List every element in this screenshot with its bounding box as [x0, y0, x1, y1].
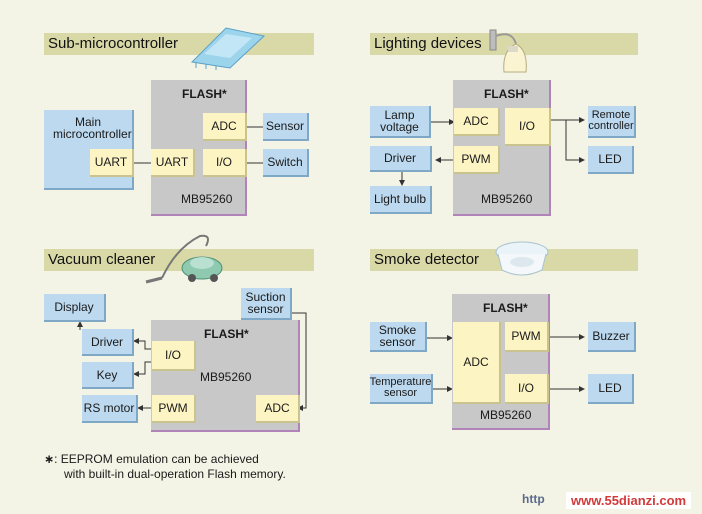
- flash-label-vacuum: FLASH*: [204, 327, 249, 341]
- main-microcontroller-label: Main microcontroller: [53, 115, 132, 141]
- panel-title-lighting-devices: Lighting devices: [370, 33, 638, 55]
- panel-title-vacuum-cleaner: Vacuum cleaner: [44, 249, 314, 271]
- sensor-block: Sensor: [263, 113, 309, 141]
- suction-sensor-label: Suction sensor: [245, 290, 286, 316]
- footnote: ∗: EEPROM emulation can be achieved with…: [44, 452, 286, 482]
- adc-block-vacuum: ADC: [256, 395, 300, 423]
- suction-sensor-block: Suction sensor: [241, 288, 292, 320]
- buzzer-block: Buzzer: [588, 322, 636, 352]
- panel-title-sub-microcontroller: Sub-microcontroller: [44, 33, 314, 55]
- vacuum-icon: [145, 234, 223, 284]
- wire-io-led: [565, 120, 585, 163]
- light-bulb-block: Light bulb: [370, 186, 432, 214]
- chip-name-sub: MB95260: [181, 192, 233, 206]
- io-block-lighting: I/O: [505, 108, 551, 146]
- io-block-sub: I/O: [203, 149, 247, 177]
- led-block-lighting: LED: [588, 146, 634, 174]
- wire-io-driver: [133, 338, 152, 350]
- flash-label-smoke: FLASH*: [483, 301, 528, 315]
- led-block-smoke: LED: [588, 374, 634, 404]
- flash-label-lighting: FLASH*: [484, 87, 529, 101]
- mb95260-chip-sub: [151, 80, 247, 216]
- remote-controller-label: Remote controller: [588, 109, 634, 132]
- lamp-voltage-label: Lamp voltage: [380, 108, 419, 134]
- pwm-block-vacuum: PWM: [152, 395, 196, 423]
- driver-block-lighting: Driver: [370, 146, 432, 172]
- adc-block-lighting: ADC: [454, 108, 500, 136]
- uart-chip-block: UART: [151, 149, 195, 177]
- footnote-mark: ∗: [44, 452, 55, 466]
- pwm-block-smoke: PWM: [505, 322, 549, 352]
- temperature-sensor-block: Temperature sensor: [370, 374, 433, 404]
- chip-name-vacuum: MB95260: [200, 370, 252, 384]
- footnote-line-1: : EEPROM emulation can be achieved: [54, 452, 259, 466]
- footnote-line-2: with built-in dual-operation Flash memor…: [64, 467, 286, 481]
- switch-block: Switch: [263, 149, 309, 177]
- io-block-vacuum: I/O: [152, 341, 196, 371]
- watermark-site[interactable]: www.55dianzi.com: [566, 492, 692, 509]
- watermark-url-prefix: http: [522, 492, 545, 506]
- lamp-icon: [489, 29, 527, 73]
- lamp-voltage-block: Lamp voltage: [370, 106, 431, 138]
- key-block: Key: [82, 362, 134, 389]
- adc-block-smoke: ADC: [453, 322, 501, 404]
- smoke-sensor-block: Smoke sensor: [370, 322, 427, 352]
- uart-main-block: UART: [90, 149, 134, 177]
- flash-label-sub: FLASH*: [182, 87, 227, 101]
- rs-motor-block: RS motor: [82, 395, 138, 423]
- driver-block-vacuum: Driver: [82, 329, 134, 356]
- display-block: Display: [44, 294, 106, 322]
- remote-controller-block: Remote controller: [588, 106, 636, 138]
- smoke-sensor-label: Smoke sensor: [378, 323, 417, 349]
- chip-name-smoke: MB95260: [480, 408, 532, 422]
- io-block-smoke: I/O: [505, 374, 549, 404]
- pwm-block-lighting: PWM: [454, 146, 500, 174]
- chip-icon: [190, 27, 266, 70]
- adc-block-sub: ADC: [203, 113, 247, 141]
- temperature-sensor-label: Temperature sensor: [369, 376, 432, 399]
- wire-io-key: [133, 361, 152, 377]
- wire-suction-adc: [292, 312, 307, 411]
- smoke-detector-icon: [495, 241, 549, 276]
- chip-name-lighting: MB95260: [481, 192, 533, 206]
